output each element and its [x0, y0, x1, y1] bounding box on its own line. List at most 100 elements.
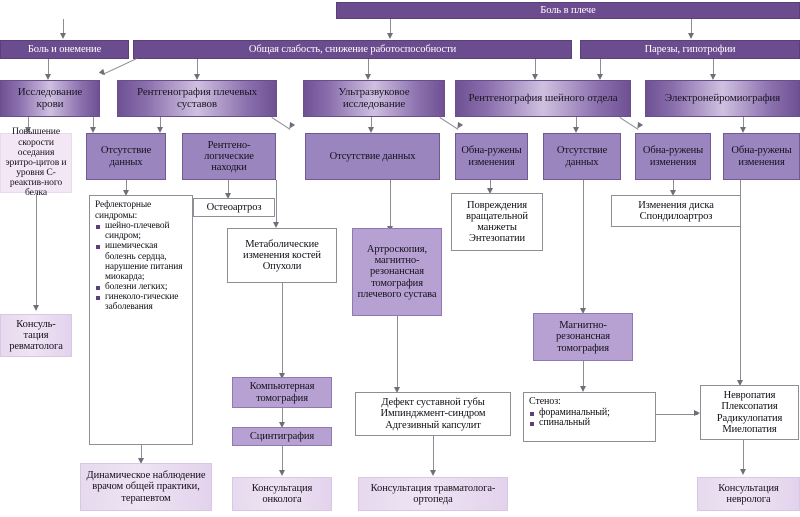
connector-line	[276, 180, 277, 224]
node-arthroscopy-mri-shoulder: Артроскопия, магнитно-резонансная томогр…	[352, 228, 442, 316]
list-item: спинальный	[529, 417, 651, 429]
arrow-head-icon	[430, 470, 436, 476]
connector-line	[397, 316, 398, 389]
node-paresis: Парезы, гипотрофии	[580, 40, 800, 59]
node-no-data-xray-shoulder: Отсутствие данных	[86, 133, 166, 180]
connector-line	[48, 59, 49, 76]
node-mri-cervical: Магнитно-резонансная томография	[533, 313, 633, 361]
connector-line	[673, 180, 674, 192]
connector-line	[583, 180, 584, 310]
arrow-head-icon	[225, 193, 231, 199]
node-metabolic-bone-changes: Метаболические изменения костей Опухоли	[227, 228, 337, 283]
arrow-head-icon	[694, 410, 700, 416]
arrow-head-icon	[737, 380, 743, 386]
connector-line	[63, 19, 64, 35]
connector-line	[390, 180, 391, 228]
connector-line	[228, 180, 229, 195]
connector-line	[141, 445, 142, 460]
node-osteoarthrosis: Остеоартроз	[193, 198, 275, 217]
arrow-head-icon	[194, 74, 200, 80]
node-radiologic-findings: Рентгено-логические находки	[182, 133, 276, 180]
connector-line	[282, 283, 283, 375]
connector-line	[93, 117, 94, 129]
list-item: шейно-плечевой синдром;	[95, 221, 188, 241]
node-consult-gp: Динамическое наблюдение врачом общей пра…	[80, 463, 212, 511]
arrow-head-icon	[157, 127, 163, 133]
arrow-head-icon	[25, 127, 31, 133]
connector-line	[390, 19, 391, 35]
connector-line	[600, 59, 601, 76]
reflex-heading: Рефлекторные синдромы:	[95, 200, 152, 221]
connector-line	[583, 361, 584, 389]
node-electroneuromyography: Электронейромиография	[645, 80, 800, 117]
stenosis-list: фораминальный; спинальный	[529, 407, 651, 430]
node-labrum-defect: Дефект суставной губы Импинджмент-синдро…	[355, 392, 511, 436]
node-blood-test: Исследование крови	[0, 80, 100, 117]
node-general-weakness: Общая слабость, снижение работоспособнос…	[133, 40, 572, 59]
stenosis-heading: Стеноз:	[529, 396, 561, 407]
connector-line	[28, 117, 29, 129]
list-item: болезни легких;	[95, 282, 188, 292]
node-changes-found-cervical: Обна-ружены изменения	[635, 133, 711, 180]
node-esr-crp-elevation: Повышение скорости оседания эритро-цитов…	[0, 127, 72, 198]
arrow-head-icon	[138, 458, 144, 464]
connector-line	[282, 446, 283, 472]
connector-line	[371, 117, 372, 129]
arrow-head-icon	[279, 422, 285, 428]
arrow-head-icon	[60, 33, 66, 39]
arrow-head-icon	[710, 74, 716, 80]
arrow-head-icon	[90, 127, 96, 133]
node-ultrasound: Ультразвуковое исследование	[303, 80, 445, 117]
arrow-head-icon	[279, 373, 285, 379]
node-neuropathy-group: Невропатия Плексопатия Радикулопатия Мие…	[700, 385, 799, 440]
arrow-head-icon	[45, 74, 51, 80]
node-reflex-syndromes: Рефлекторные синдромы: шейно-плечевой си…	[89, 195, 193, 445]
arrow-head-icon	[580, 386, 586, 392]
node-consult-oncologist: Консультация онколога	[232, 477, 332, 511]
connector-line	[740, 180, 741, 382]
arrow-head-icon	[273, 222, 279, 228]
arrow-head-icon	[279, 470, 285, 476]
connector-line	[743, 117, 744, 129]
connector-line	[490, 180, 491, 190]
node-no-data-ultrasound: Отсутствие данных	[305, 133, 440, 180]
node-changes-found-ultrasound: Обна-ружены изменения	[455, 133, 528, 180]
arrow-head-icon	[123, 190, 129, 196]
list-item: гинеколо-гические заболевания	[95, 292, 188, 312]
connector-line	[691, 19, 692, 35]
arrow-head-icon	[597, 74, 603, 80]
arrow-head-icon	[740, 127, 746, 133]
connector-line	[36, 193, 37, 307]
connector-line	[433, 436, 434, 472]
connector-line	[576, 117, 577, 129]
arrow-head-icon	[688, 33, 694, 39]
arrow-head-icon	[394, 387, 400, 393]
connector-line	[197, 59, 198, 76]
list-item: фораминальный;	[529, 407, 651, 419]
arrow-head-icon	[532, 74, 538, 80]
node-rotator-cuff-damage: Повреждения вращательной манжеты Энтезоп…	[451, 193, 543, 251]
arrow-head-icon	[365, 74, 371, 80]
arrow-head-icon	[573, 127, 579, 133]
arrow-head-icon	[670, 190, 676, 196]
node-stenosis: Стеноз: фораминальный; спинальный	[523, 392, 656, 442]
list-item: ишемическая болезнь сердца, нарушение пи…	[95, 241, 188, 282]
arrow-head-icon	[487, 188, 493, 194]
node-pain-numbness: Боль и онемение	[0, 40, 129, 59]
node-consult-neurologist: Консультация невролога	[697, 477, 800, 511]
connector-line	[535, 59, 536, 76]
connector-line	[282, 408, 283, 424]
node-no-data-xray-cervical: Отсутствие данных	[543, 133, 621, 180]
connector-line	[656, 414, 698, 415]
node-consult-rheumatologist: Консуль-тация ревматолога	[0, 314, 72, 357]
arrow-head-icon	[387, 33, 393, 39]
arrow-head-icon	[98, 68, 108, 78]
node-xray-cervical: Рентгенография шейного отдела	[455, 80, 631, 117]
node-shoulder-pain: Боль в плече	[336, 2, 800, 19]
connector-line	[126, 180, 127, 192]
node-disc-changes: Изменения диска Спондилоартроз	[611, 195, 741, 227]
node-consult-orthopedist: Консультация травматолога-ортопеда	[358, 477, 508, 511]
connector-line	[160, 117, 161, 129]
connector-line	[743, 440, 744, 471]
